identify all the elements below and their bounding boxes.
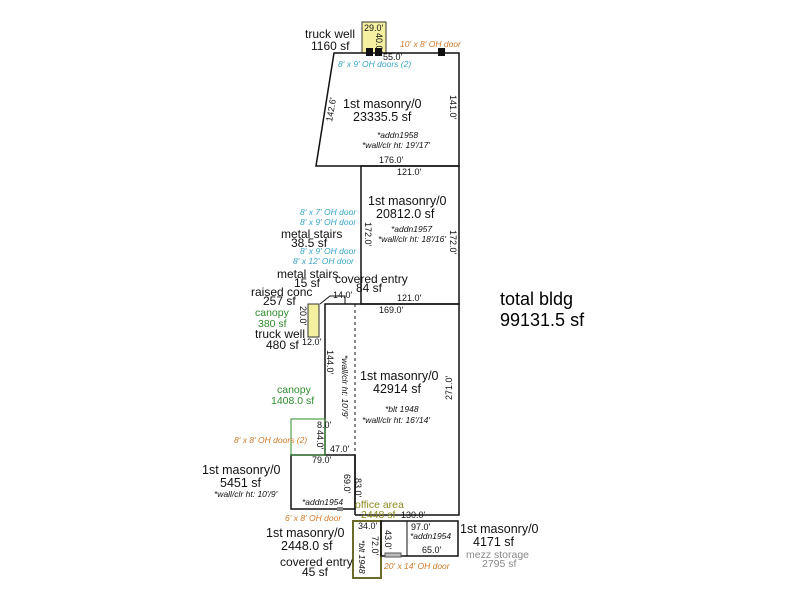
sketch-label: 47.0' bbox=[330, 444, 350, 454]
sketch-label: 169.0' bbox=[379, 305, 404, 315]
sketch-label: 142.6' bbox=[324, 96, 338, 122]
sketch-label: 83.0' bbox=[353, 478, 363, 498]
covered-entry-shape bbox=[319, 295, 346, 305]
sketch-label: 8' x 12' OH door bbox=[293, 256, 355, 266]
area-note: *wall/clr ht: 19'/17' bbox=[362, 140, 430, 150]
sketch-label: *wall/clr ht: 10'/9' bbox=[340, 355, 350, 419]
sketch-label: 20' x 14' OH door bbox=[383, 561, 451, 571]
area-name: 1st masonry/0 bbox=[360, 369, 439, 383]
sketch-label: 43.0' bbox=[383, 530, 393, 550]
total-label: total bldg bbox=[500, 289, 573, 309]
sketch-label: metal stairs bbox=[281, 227, 342, 241]
area-name: 1st masonry/0 bbox=[202, 463, 281, 477]
sketch-label: 44.0' bbox=[315, 430, 325, 450]
sketch-label: 271.0' bbox=[444, 375, 454, 400]
truck-well-2-shape bbox=[307, 303, 320, 338]
sketch-label: 176.0' bbox=[379, 155, 404, 165]
door-marker bbox=[438, 48, 445, 56]
sketch-label: covered entry bbox=[335, 272, 408, 286]
area-note: *addn1954 bbox=[302, 497, 343, 507]
sketch-label: 1408.0 sf bbox=[271, 395, 314, 407]
sketch-label: mezz storage bbox=[466, 549, 529, 561]
area-name: 1st masonry/0 bbox=[266, 526, 345, 540]
area-note: *addn1958 bbox=[377, 130, 418, 140]
sketch-label: 6' x 8' OH door bbox=[285, 513, 342, 523]
sketch-label: 8' x 9' OH door bbox=[300, 246, 357, 256]
sketch-label: 72.0' bbox=[370, 536, 380, 556]
area-sf: 42914 sf bbox=[373, 382, 421, 396]
building-4171-shape bbox=[380, 520, 459, 557]
area-note: *wall/clr ht: 10'/9' bbox=[214, 489, 278, 499]
sketch-label: 12.0' bbox=[302, 337, 322, 347]
sketch-label: truck well bbox=[305, 27, 355, 41]
sketch-label: 79.0' bbox=[312, 455, 332, 465]
sketch-label: office area bbox=[355, 499, 404, 511]
area-note: *blt 1948 bbox=[357, 540, 367, 574]
area-name: 1st masonry/0 bbox=[343, 97, 422, 111]
sketch-label: truck well bbox=[255, 327, 305, 341]
sketch-label: 172.0' bbox=[363, 222, 373, 247]
sketch-label: 8.0' bbox=[317, 420, 332, 430]
sketch-label: 10' x 8' OH door bbox=[400, 39, 462, 49]
sketch-label: 1160 sf bbox=[311, 39, 350, 53]
sketch-label: 141.0' bbox=[448, 95, 458, 120]
sketch-label: 8' x 9' OH door bbox=[300, 217, 357, 227]
area-name: 1st masonry/0 bbox=[460, 522, 539, 536]
sketch-label: 34.0' bbox=[358, 521, 378, 531]
sketch-label: 2795 sf bbox=[482, 558, 517, 570]
sketch-label: 15 sf bbox=[294, 276, 321, 290]
sketch-label: 29.0' bbox=[364, 23, 384, 33]
sketch-label: 97.0' bbox=[411, 522, 431, 532]
door-marker bbox=[375, 48, 382, 56]
sketch-label: 380 sf bbox=[258, 318, 287, 330]
area-note: *addn1957 bbox=[391, 224, 432, 234]
sketch-label: 69.0' bbox=[342, 474, 352, 494]
sketch-label: 20.0' bbox=[298, 306, 308, 326]
sketch-label: raised conc bbox=[251, 285, 312, 299]
sketch-label: 257 sf bbox=[263, 294, 296, 308]
door-marker bbox=[366, 48, 373, 56]
sketch-label: 480 sf bbox=[266, 338, 299, 352]
door-marker bbox=[384, 552, 402, 558]
truck-well-top-shape bbox=[361, 21, 387, 54]
area-sf: 4171 sf bbox=[473, 535, 515, 549]
area-note: *wall/clr ht: 18'/16' bbox=[378, 234, 446, 244]
sketch-label: 84 sf bbox=[356, 281, 383, 295]
sketch-label: metal stairs bbox=[277, 267, 338, 281]
sketch-label: 65.0' bbox=[422, 545, 442, 555]
area-sf: 20812.0 sf bbox=[376, 207, 435, 221]
sketch-label: 172.0' bbox=[448, 230, 458, 255]
area-note: *blt 1948 bbox=[385, 404, 419, 414]
sketch-label: 55.0' bbox=[383, 52, 403, 62]
area-note: *wall/clr ht: 16'/14' bbox=[362, 415, 430, 425]
sketch-label: 8' x 8' OH doors (2) bbox=[234, 435, 307, 445]
sketch-label: 14.0' bbox=[333, 290, 353, 300]
sketch-label: 38.5 sf bbox=[291, 236, 328, 250]
sketch-label: 144.0' bbox=[325, 350, 335, 375]
sketch-label: 130.0' bbox=[401, 510, 426, 520]
area-sf: 23335.5 sf bbox=[353, 110, 412, 124]
sketch-label: 45 sf bbox=[302, 565, 329, 579]
sketch-label: 8' x 9' OH doors (2) bbox=[338, 59, 411, 69]
sketch-label: canopy bbox=[277, 384, 312, 396]
area-sf: 5451 sf bbox=[220, 476, 262, 490]
sketch-label: 8' x 7' OH door bbox=[300, 207, 357, 217]
area-name: 1st masonry/0 bbox=[368, 194, 447, 208]
door-marker bbox=[337, 507, 343, 511]
sketch-label: covered entry bbox=[280, 555, 353, 569]
area-sf: 2448.0 sf bbox=[281, 539, 333, 553]
building-1948-shape bbox=[324, 303, 460, 516]
sketch-label: 40.0' bbox=[374, 33, 384, 53]
sketch-label: 121.0' bbox=[397, 293, 422, 303]
area-note: *addn1954 bbox=[410, 531, 451, 541]
total-area: 99131.5 sf bbox=[500, 310, 585, 330]
sketch-label: 121.0' bbox=[397, 167, 422, 177]
canopy-shape bbox=[290, 418, 326, 456]
sketch-label: canopy bbox=[255, 307, 290, 319]
sketch-label: 2448 sf bbox=[361, 509, 396, 521]
